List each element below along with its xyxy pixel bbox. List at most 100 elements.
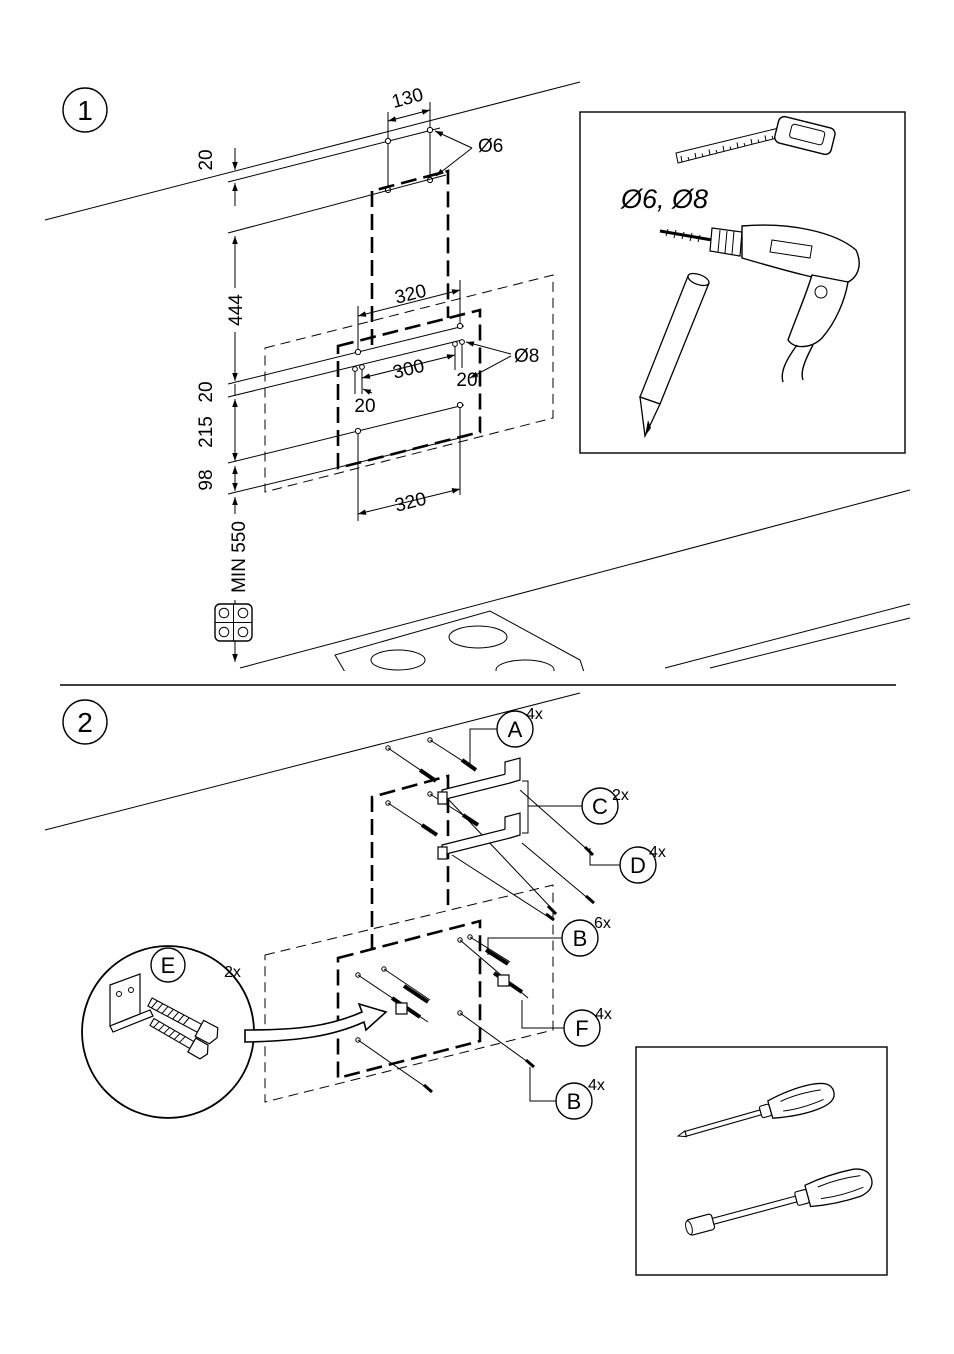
extension-line-upper-holes <box>227 325 465 385</box>
screwdriver-grip <box>780 1089 824 1112</box>
bracket-e-hole <box>128 987 134 993</box>
extension-line-lower-holes <box>227 404 465 464</box>
part-label-d: D 4x <box>589 844 666 884</box>
part-letter: B <box>567 1089 582 1114</box>
tools-box-step-1: Ø6, Ø8 <box>579 111 906 454</box>
nut-driver-handle <box>804 1168 873 1208</box>
dimension-line <box>357 488 461 515</box>
cooktop <box>334 610 585 671</box>
nut-driver-socket-opening <box>685 1220 693 1236</box>
tape-blade <box>675 127 782 164</box>
bracket-plate <box>441 772 511 801</box>
dimension-ceiling-offset: 20 <box>196 148 238 206</box>
ceiling-line <box>44 692 581 831</box>
hood-body-outline <box>336 919 482 1080</box>
drill-icon <box>659 224 860 383</box>
screw-b <box>423 1058 535 1094</box>
lower-fixings <box>355 934 535 1094</box>
drill-bit <box>659 229 713 242</box>
vertical-dimension-column: 444 20 215 98 MIN 550 <box>196 236 250 662</box>
bracket-e-hole <box>116 991 122 997</box>
chimney-outline <box>370 169 450 345</box>
offset-20-inner-left-label: 20 <box>354 396 375 417</box>
tools-box-frame <box>635 1046 888 1276</box>
part-letter: E <box>161 953 176 978</box>
cooktop-burner <box>370 649 426 671</box>
part-quantity: 2x <box>612 787 629 804</box>
pencil-tip <box>639 396 661 439</box>
screwdriver-handle <box>767 1082 835 1119</box>
part-letter: B <box>573 926 588 951</box>
part-letter: F <box>575 1016 588 1041</box>
step-2: 2 <box>44 692 888 1276</box>
part-label-b-6x: B 6x <box>487 915 611 957</box>
drill-hole <box>426 126 434 134</box>
nut-driver-icon <box>685 1168 873 1236</box>
tape-measure-icon <box>675 115 836 164</box>
part-label-c: C 2x <box>522 780 629 834</box>
step-1-badge <box>62 87 108 133</box>
hood-outline <box>264 274 554 493</box>
part-letter: D <box>630 853 646 878</box>
cooktop-burner <box>448 625 508 649</box>
large-hole-diameter-label: Ø8 <box>514 346 539 367</box>
drill-hole <box>459 339 465 345</box>
step-2-number: 2 <box>77 707 93 738</box>
nut-driver-shaft <box>711 1195 798 1225</box>
hood-top-reference-line <box>227 127 441 183</box>
height-98-label: 98 <box>196 469 217 490</box>
leader-line <box>434 130 473 149</box>
tape-case-window <box>789 123 826 146</box>
leader-line <box>521 1000 564 1029</box>
drill-bit-flutes <box>665 228 701 243</box>
hob-icon <box>214 603 253 642</box>
pencil-body <box>639 275 710 405</box>
extension-line-444 <box>227 174 447 234</box>
leader-line <box>589 848 620 866</box>
step-1: 1 20 130 Ø6 <box>44 81 911 671</box>
chimney-outline <box>370 774 450 950</box>
leader-line <box>469 355 512 379</box>
cooktop-glass <box>334 610 585 671</box>
dimension-line <box>387 109 431 122</box>
height-215-label: 215 <box>196 416 217 448</box>
dimension-top-hole-spacing: 130 <box>387 84 431 190</box>
worktop-back-edge <box>239 489 911 669</box>
upper-fixings <box>385 737 595 922</box>
part-quantity: 4x <box>649 844 666 861</box>
offset-20-inner-right-label: 20 <box>456 370 477 391</box>
drill-cord <box>781 344 814 383</box>
leader-line <box>529 1067 556 1102</box>
worktop-front-edge <box>664 603 911 669</box>
drill-handle <box>787 274 849 348</box>
drill-hole <box>352 366 358 372</box>
detail-pointer-arrow <box>244 1002 388 1043</box>
drill-hole <box>384 137 392 145</box>
part-label-a: A 4x <box>469 706 543 765</box>
leader-line <box>487 937 562 955</box>
part-quantity: 4x <box>526 706 543 723</box>
detail-magnifier: E 2x <box>81 945 255 1119</box>
hob-icon-burner <box>218 626 230 638</box>
leader-line <box>522 780 582 834</box>
drill-chuck-grooves <box>717 229 735 255</box>
drill-hole <box>359 364 365 370</box>
part-letter: A <box>508 717 523 742</box>
part-quantity: 4x <box>588 1077 605 1094</box>
min-height-label: MIN 550 <box>229 521 250 593</box>
tools-box-step-2 <box>635 1046 888 1276</box>
callout-small-holes: Ø6 <box>434 130 503 177</box>
part-badge <box>150 947 186 983</box>
part-badge <box>619 846 657 884</box>
part-badge <box>563 1009 601 1047</box>
bracket-c-lower <box>437 812 521 860</box>
screw-path <box>448 789 591 919</box>
part-badge <box>581 787 619 825</box>
hood-outline <box>264 884 554 1103</box>
bolt <box>147 997 219 1045</box>
hob-icon-burner <box>237 626 249 638</box>
hood-bracket-e <box>395 1002 408 1015</box>
pencil-icon <box>639 272 710 439</box>
ceiling-offset-label: 20 <box>196 149 217 170</box>
